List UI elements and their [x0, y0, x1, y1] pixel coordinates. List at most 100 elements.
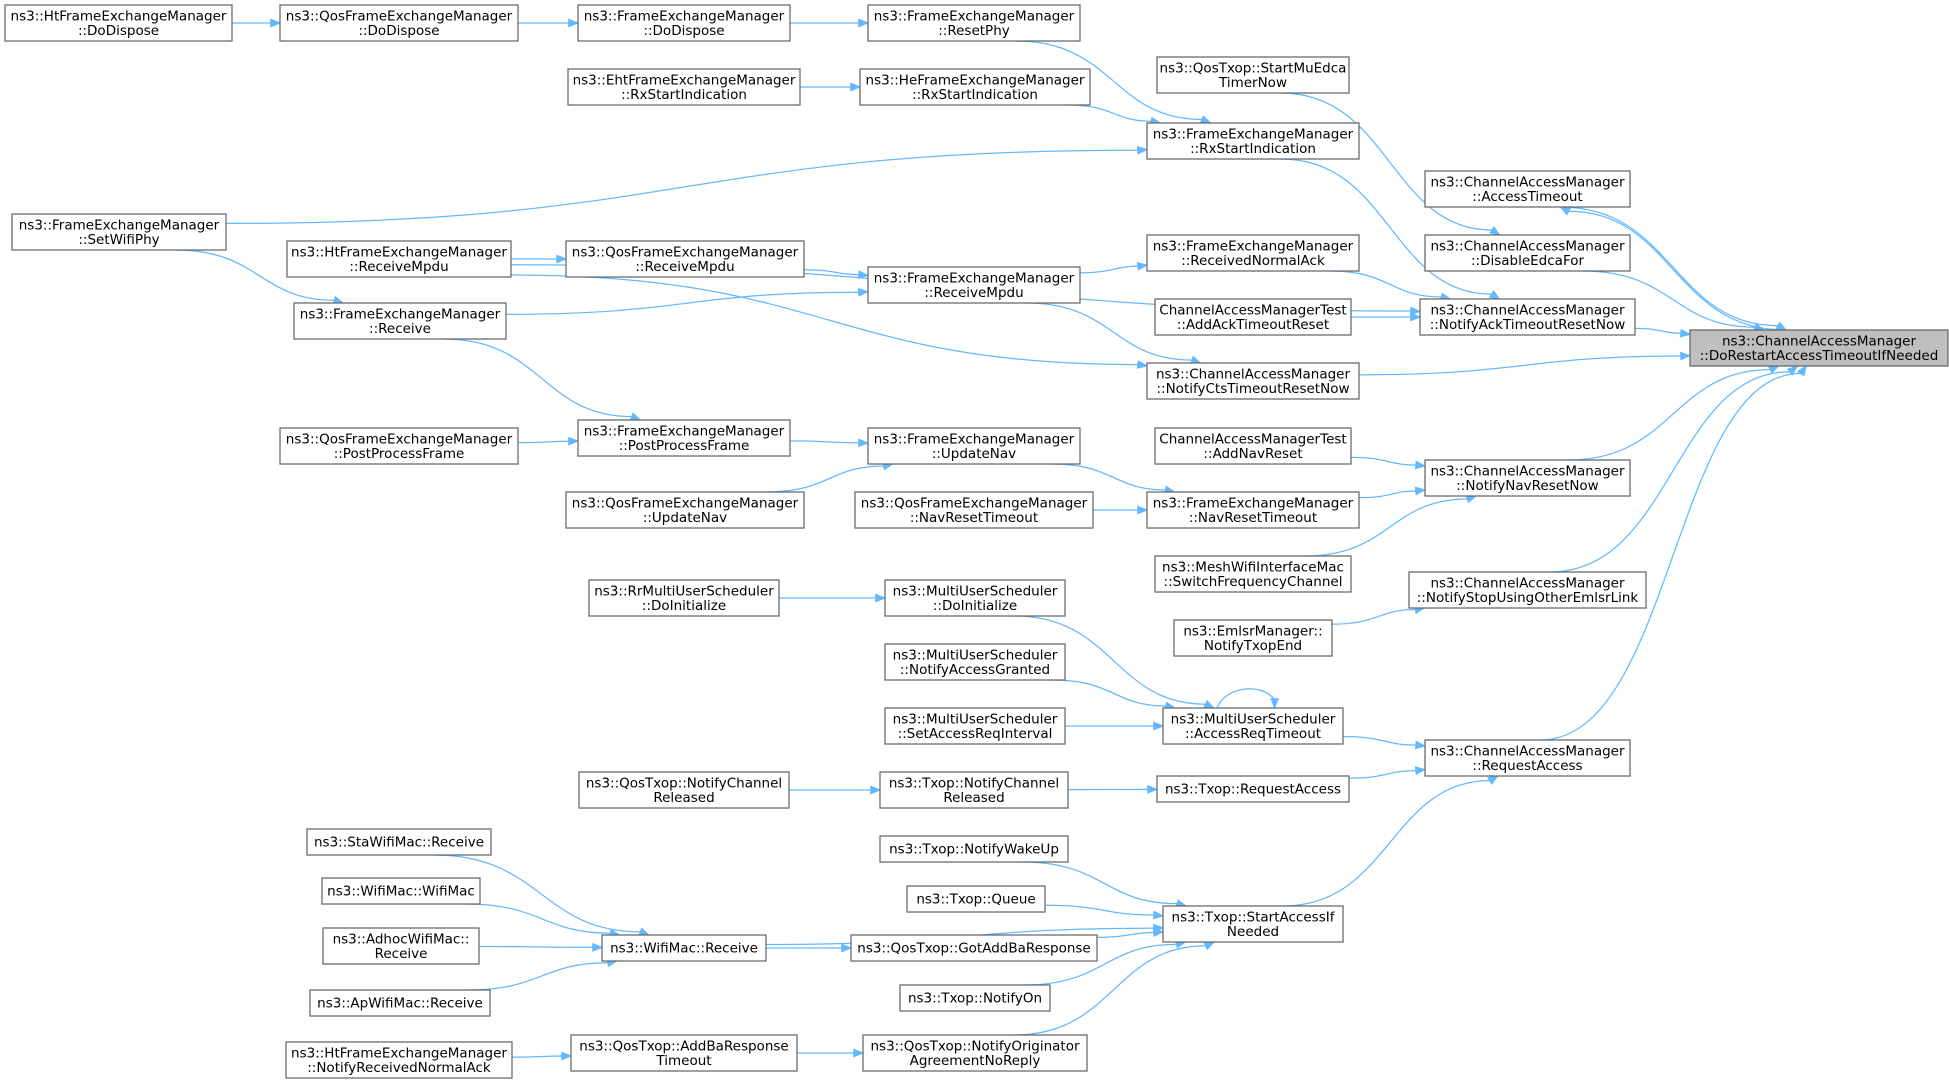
call-edge-n_adhoc_receive-to-n_wifimac_receive [478, 942, 604, 952]
node-box [854, 491, 1094, 529]
graph-node-root[interactable]: ns3::ChannelAccessManager::DoRestartAcce… [1689, 329, 1949, 367]
edge-line [505, 291, 860, 315]
graph-node-qosfem-dodispose[interactable]: ns3::QosFrameExchangeManager::DoDispose [279, 4, 519, 42]
edge-arrowhead [1136, 145, 1149, 155]
edge-line [1052, 463, 1166, 491]
graph-node-txop-notifyon[interactable]: ns3::Txop::NotifyOn [899, 984, 1051, 1012]
node-label-line: ::NotifyNavResetNow [1456, 478, 1598, 494]
node-box [1424, 170, 1631, 208]
node-box [1424, 739, 1631, 777]
graph-node-adhoc-receive[interactable]: ns3::AdhocWifiMac::Receive [322, 927, 480, 965]
node-box [322, 927, 480, 965]
node-label-line: ::RequestAccess [1472, 758, 1582, 774]
graph-node-notify-cts[interactable]: ns3::ChannelAccessManager::NotifyCtsTime… [1146, 362, 1360, 400]
node-box [867, 4, 1081, 42]
node-label-line: Needed [1227, 924, 1279, 940]
graph-node-wifimac-receive[interactable]: ns3::WifiMac::Receive [601, 934, 767, 962]
graph-node-fem-rxstart[interactable]: ns3::FrameExchangeManager::RxStartIndica… [1146, 122, 1360, 160]
graph-node-fem-setwifiphy[interactable]: ns3::FrameExchangeManager::SetWifiPhy [11, 213, 227, 251]
graph-node-htfem-dodispose[interactable]: ns3::HtFrameExchangeManager::DoDispose [4, 4, 233, 42]
graph-node-fem-receive[interactable]: ns3::FrameExchangeManager::Receive [293, 302, 507, 340]
edge-line [1014, 615, 1206, 705]
call-edge-n_fem_dodispose-to-n_fem_resetphy [790, 18, 870, 28]
graph-node-notify-ack[interactable]: ns3::ChannelAccessManager::NotifyAckTime… [1419, 298, 1636, 336]
graph-node-txop-queue[interactable]: ns3::Txop::Queue [906, 885, 1046, 913]
graph-node-rr-doinit[interactable]: ns3::RrMultiUserScheduler::DoInitialize [588, 579, 780, 617]
node-label-line: ns3::ChannelAccessManager [1430, 463, 1625, 479]
node-label-line: ::DoInitialize [642, 598, 726, 614]
graph-node-qosfem-postprocess[interactable]: ns3::QosFrameExchangeManager::PostProces… [279, 427, 519, 465]
node-label-line: ns3::FrameExchangeManager [874, 270, 1075, 286]
graph-node-mus-notifygranted[interactable]: ns3::MultiUserScheduler::NotifyAccessGra… [884, 643, 1066, 681]
graph-node-mus-doinit[interactable]: ns3::MultiUserScheduler::DoInitialize [884, 579, 1066, 617]
graph-node-htfem-notifyack[interactable]: ns3::HtFrameExchangeManager::NotifyRecei… [285, 1041, 513, 1079]
graph-node-stawifimac-receive[interactable]: ns3::StaWifiMac::Receive [306, 828, 492, 856]
node-box [899, 984, 1051, 1012]
edge-line [1304, 498, 1468, 557]
node-label-line: NotifyTxopEnd [1204, 638, 1302, 654]
graph-node-emlsr-txop-end[interactable]: ns3::EmlsrManager::NotifyTxopEnd [1173, 619, 1333, 657]
graph-node-txop-wakeup[interactable]: ns3::Txop::NotifyWakeUp [879, 835, 1069, 863]
graph-node-ap-receive[interactable]: ns3::ApWifiMac::Receive [309, 989, 491, 1017]
graph-node-disable-edca[interactable]: ns3::ChannelAccessManager::DisableEdcaFo… [1424, 234, 1631, 272]
node-label-line: ns3::QosTxop::GotAddBaResponse [857, 941, 1090, 957]
graph-node-notify-nav[interactable]: ns3::ChannelAccessManager::NotifyNavRese… [1424, 459, 1631, 497]
edge-line [465, 903, 611, 934]
graph-node-fem-postprocess[interactable]: ns3::FrameExchangeManager::PostProcessFr… [577, 419, 791, 457]
graph-node-access-timeout[interactable]: ns3::ChannelAccessManager::AccessTimeout [1424, 170, 1631, 208]
node-box [906, 885, 1046, 913]
graph-node-qosfem-navreset[interactable]: ns3::QosFrameExchangeManager::NavResetTi… [854, 491, 1094, 529]
node-box [279, 427, 519, 465]
graph-node-fem-nav-reset[interactable]: ns3::FrameExchangeManager::NavResetTimeo… [1146, 491, 1360, 529]
node-box [862, 1034, 1088, 1072]
edge-arrowhead [858, 18, 870, 28]
graph-node-qostxop-notifyorig[interactable]: ns3::QosTxop::NotifyOriginatorAgreementN… [862, 1034, 1088, 1072]
node-box [286, 240, 512, 278]
graph-node-fem-updatenav[interactable]: ns3::FrameExchangeManager::UpdateNav [867, 427, 1081, 465]
graph-node-fem-receivempdu[interactable]: ns3::FrameExchangeManager::ReceiveMpdu [867, 266, 1081, 304]
graph-node-hefem-rxstart[interactable]: ns3::HeFrameExchangeManager::RxStartIndi… [859, 68, 1091, 106]
graph-node-cam-test-nav[interactable]: ChannelAccessManagerTest::AddNavReset [1154, 427, 1352, 465]
graph-node-ehtfem-rxstart[interactable]: ns3::EhtFrameExchangeManager::RxStartInd… [567, 68, 801, 106]
graph-node-qostxop-gotaddba[interactable]: ns3::QosTxop::GotAddBaResponse [850, 934, 1098, 962]
node-label-line: ns3::FrameExchangeManager [584, 423, 785, 439]
edge-arrowhead [1559, 206, 1572, 216]
graph-node-htfem-receivempdu[interactable]: ns3::HtFrameExchangeManager::ReceiveMpdu [286, 240, 512, 278]
graph-node-wifimac-wifimac[interactable]: ns3::WifiMac::WifiMac [321, 877, 481, 905]
graph-node-mus-setinterval[interactable]: ns3::MultiUserScheduler::SetAccessReqInt… [884, 707, 1066, 745]
node-label-line: ns3::Txop::NotifyChannel [889, 775, 1059, 791]
graph-node-notify-stop[interactable]: ns3::ChannelAccessManager::NotifyStopUsi… [1408, 571, 1647, 609]
graph-node-mus-accessreq[interactable]: ns3::MultiUserScheduler::AccessReqTimeou… [1162, 707, 1344, 745]
graph-node-fem-received-ack[interactable]: ns3::FrameExchangeManager::ReceivedNorma… [1146, 234, 1360, 272]
graph-node-qosfem-receivempdu[interactable]: ns3::QosFrameExchangeManager::ReceiveMpd… [565, 240, 805, 278]
call-edge-n_wifimac_wifimac-to-n_wifimac_receive [465, 903, 621, 938]
edge-arrowhead [857, 270, 870, 280]
graph-node-cam-test-ack[interactable]: ChannelAccessManagerTest::AddAckTimeoutR… [1154, 298, 1352, 336]
node-box [1156, 56, 1350, 94]
graph-node-fem-resetphy[interactable]: ns3::FrameExchangeManager::ResetPhy [867, 4, 1081, 42]
node-box [1154, 298, 1352, 336]
edge-arrowhead [1153, 721, 1165, 731]
edge-line [1358, 355, 1682, 376]
graph-node-mesh-switch[interactable]: ns3::MeshWifiInterfaceMac::SwitchFrequen… [1154, 555, 1352, 593]
node-label-line: ns3::FrameExchangeManager [1153, 238, 1354, 254]
edge-arrowhead [1775, 321, 1788, 331]
node-label-line: ::UpdateNav [932, 446, 1016, 462]
node-label-line: ::ReceivedNormalAck [1181, 253, 1325, 269]
edge-line [1044, 904, 1155, 916]
graph-node-fem-dodispose[interactable]: ns3::FrameExchangeManager::DoDispose [577, 4, 791, 42]
call-edge-n_mesh_switch-to-n_notify_nav [1304, 495, 1478, 557]
call-edge-n_mus_accessreq-to-n_mus_accessreq [1216, 688, 1280, 710]
graph-node-qosfem-updatenav[interactable]: ns3::QosFrameExchangeManager::UpdateNav [565, 491, 805, 529]
graph-node-request-access[interactable]: ns3::ChannelAccessManager::RequestAccess [1424, 739, 1631, 777]
node-box [1154, 555, 1352, 593]
graph-node-txop-requestaccess[interactable]: ns3::Txop::RequestAccess [1156, 775, 1350, 803]
node-label-line: ns3::ApWifiMac::Receive [317, 996, 483, 1012]
edge-line [1331, 608, 1416, 625]
